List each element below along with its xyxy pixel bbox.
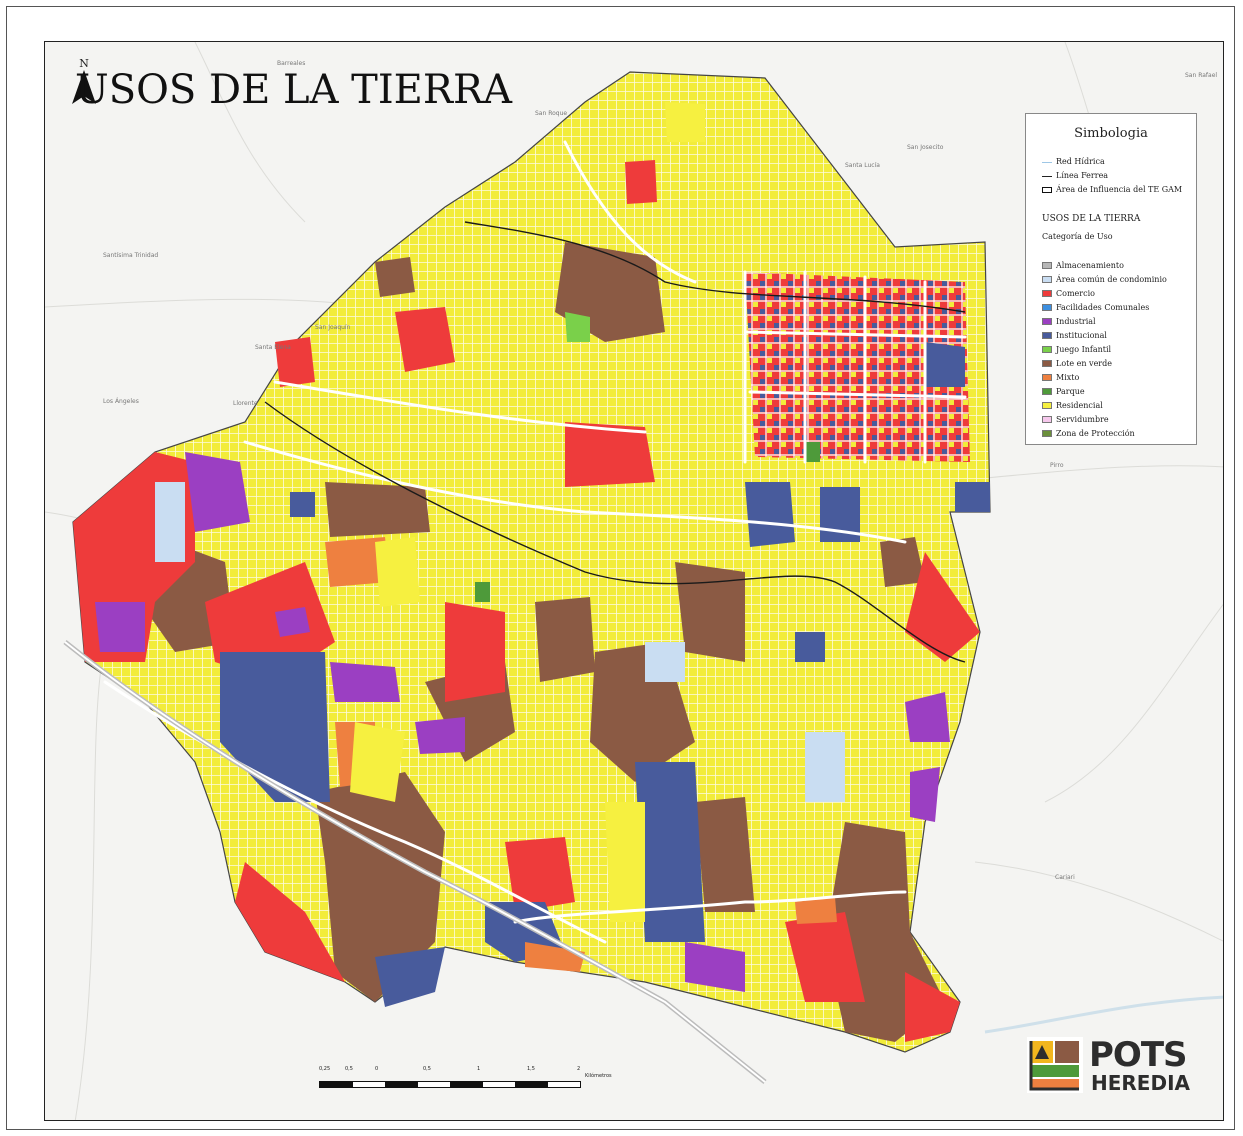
legend-item: Institucional <box>1042 328 1167 342</box>
scale-ticks: 0,25 0,5 0 0,5 1 1,5 2 Kilómetros <box>319 1066 612 1079</box>
swatch-icon <box>1042 429 1052 437</box>
scale-bar-segments <box>319 1081 581 1088</box>
scale-bar: 0,25 0,5 0 0,5 1 1,5 2 Kilómetros <box>319 1066 612 1088</box>
legend-red-hidrica: Red Hídrica <box>1042 157 1105 166</box>
place-label: Los Ángeles <box>103 398 139 405</box>
legend-subsection: Categoría de Uso <box>1042 232 1113 241</box>
land-use-map <box>45 42 1223 1120</box>
legend-item: Juego Infantil <box>1042 342 1167 356</box>
swatch-icon <box>1042 261 1052 269</box>
legend-category-list: Almacenamiento Área común de condominio … <box>1042 258 1167 440</box>
legend-item: Lote en verde <box>1042 356 1167 370</box>
legend-item: Área común de condominio <box>1042 272 1167 286</box>
legend-item: Facilidades Comunales <box>1042 300 1167 314</box>
place-label: San Roque <box>535 110 568 117</box>
scale-unit: Kilómetros <box>585 1073 612 1079</box>
water-line-icon <box>1042 161 1052 163</box>
legend-section-title: USOS DE LA TIERRA <box>1042 214 1141 224</box>
swatch-icon <box>1042 289 1052 297</box>
legend-item: Mixto <box>1042 370 1167 384</box>
swatch-icon <box>1042 373 1052 381</box>
pots-heredia-logo: POTS HEREDIA <box>1027 1035 1197 1095</box>
map-title: USOS DE LA TIERRA <box>75 67 512 113</box>
place-label: San Rafael <box>1185 72 1218 79</box>
swatch-icon <box>1042 275 1052 283</box>
place-label: San Joaquín <box>315 324 351 331</box>
legend-item: Industrial <box>1042 314 1167 328</box>
logo-mark-icon <box>1027 1037 1083 1093</box>
swatch-icon <box>1042 401 1052 409</box>
north-arrow: N <box>71 57 97 108</box>
swatch-icon <box>1042 331 1052 339</box>
north-label: N <box>79 57 89 70</box>
legend-panel: Simbologia Red Hídrica Línea Ferrea Área… <box>1025 113 1197 445</box>
swatch-icon <box>1042 359 1052 367</box>
legend-item: Comercio <box>1042 286 1167 300</box>
legend-area-influencia: Área de Influencia del TE GAM <box>1042 185 1182 194</box>
swatch-icon <box>1042 317 1052 325</box>
swatch-icon <box>1042 387 1052 395</box>
boundary-box-icon <box>1042 187 1052 193</box>
place-label: Pirro <box>1050 462 1064 469</box>
place-label: San Josecito <box>907 144 944 151</box>
swatch-icon <box>1042 303 1052 311</box>
place-label: Cariari <box>1055 874 1075 881</box>
map-sheet: Barreales San Roque Santa Lucía San Jose… <box>6 6 1235 1130</box>
logo-text-pots: POTS <box>1089 1035 1188 1075</box>
legend-item: Zona de Protección <box>1042 426 1167 440</box>
place-label: Santa Lucía <box>845 162 880 169</box>
legend-item: Servidumbre <box>1042 412 1167 426</box>
legend-item: Residencial <box>1042 398 1167 412</box>
logo-text-heredia: HEREDIA <box>1091 1071 1190 1095</box>
place-label: Santa Elena <box>255 344 291 351</box>
place-label: Barreales <box>277 60 306 67</box>
legend-item: Almacenamiento <box>1042 258 1167 272</box>
north-arrow-icon <box>72 70 96 104</box>
legend-item: Parque <box>1042 384 1167 398</box>
legend-linea-ferrea: Línea Ferrea <box>1042 171 1108 180</box>
swatch-icon <box>1042 415 1052 423</box>
swatch-icon <box>1042 345 1052 353</box>
rail-line-icon <box>1042 175 1052 177</box>
place-label: Llorente <box>233 400 258 407</box>
legend-title: Simbologia <box>1074 126 1148 141</box>
place-label: Santísima Trinidad <box>103 252 159 259</box>
